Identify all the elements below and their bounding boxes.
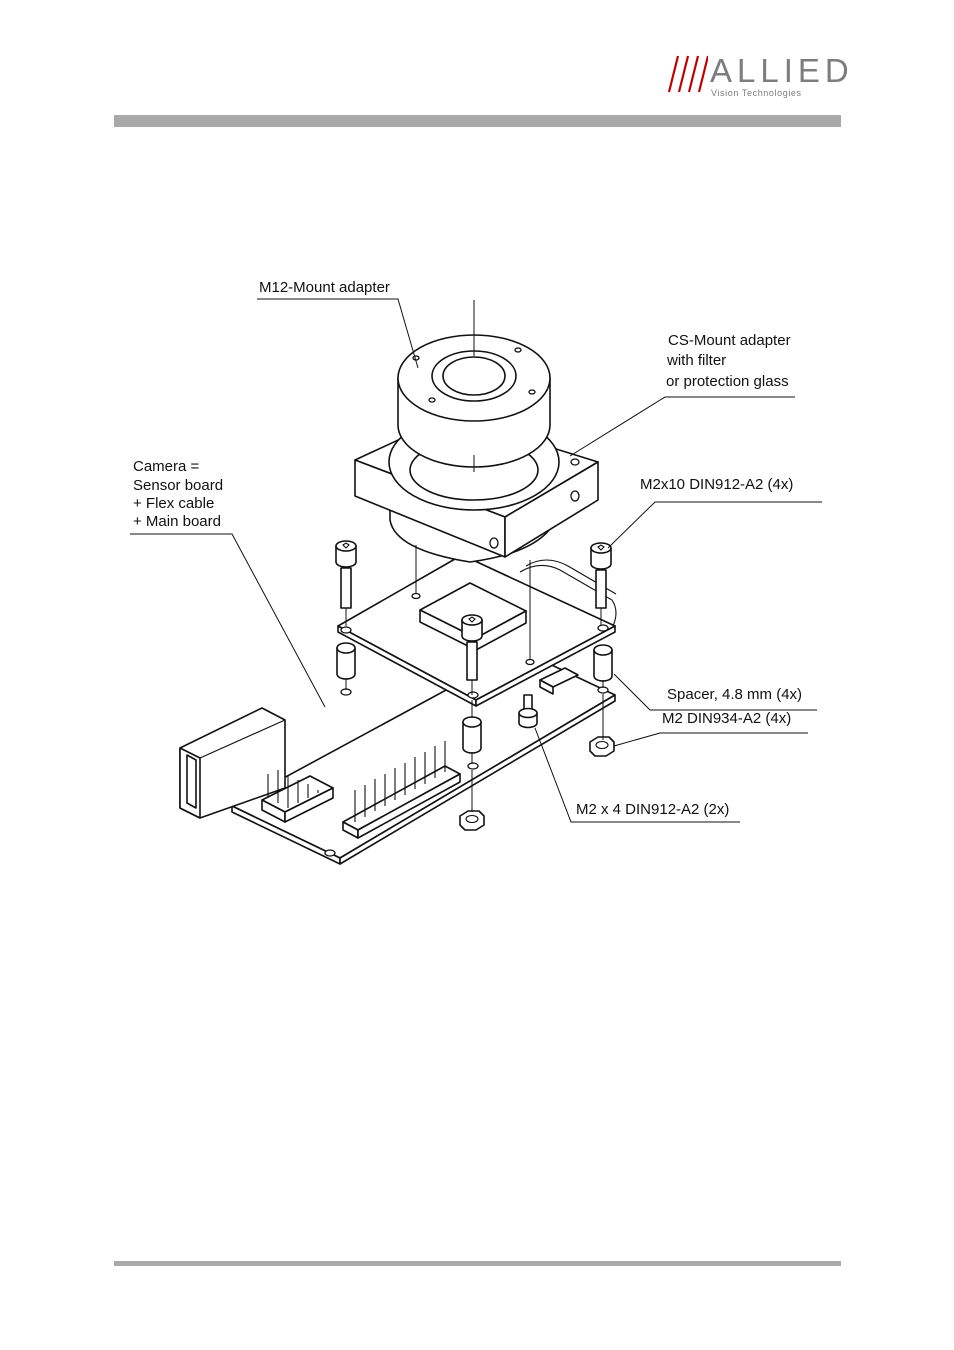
spacer-center [463,717,481,753]
label-camera-line4: + Main board [133,513,221,532]
label-nut: M2 DIN934-A2 (4x) [662,710,791,729]
label-spacer: Spacer, 4.8 mm (4x) [667,686,802,705]
label-cs-mount-line2: with filter [667,352,726,371]
footer-rule [114,1261,841,1266]
label-cs-mount-line1: CS-Mount adapter [668,332,791,351]
label-screw-m2x4: M2 x 4 DIN912-A2 (2x) [576,801,729,820]
label-camera-line2: Sensor board [133,477,223,496]
nut-center [460,811,484,830]
label-m12-mount: M12-Mount adapter [259,279,390,298]
spacer-left [337,643,355,679]
label-camera-line1: Camera = [133,458,199,477]
main-board [180,650,615,864]
spacer-right [594,645,612,681]
screw-m2x10-left [336,541,356,608]
label-cs-mount-line3: or protection glass [666,373,789,392]
nut-right [590,737,614,756]
label-camera-line3: + Flex cable [133,495,214,514]
label-screw-m2x10: M2x10 DIN912-A2 (4x) [640,476,793,495]
